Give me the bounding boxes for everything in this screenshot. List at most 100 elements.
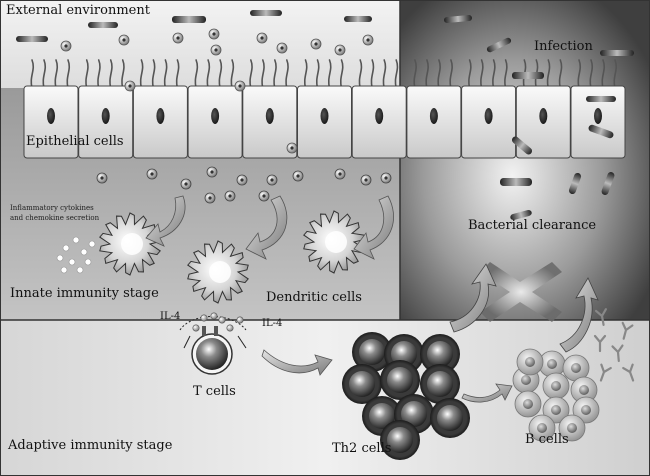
b-cell-icon bbox=[572, 396, 600, 424]
microvillus bbox=[230, 59, 235, 89]
particle-icon bbox=[286, 142, 298, 154]
th2-cell-icon bbox=[380, 420, 420, 460]
particle-icon bbox=[172, 32, 184, 44]
clearance-cross bbox=[480, 262, 562, 322]
antibody-icon bbox=[594, 308, 607, 326]
dendritic-cell-icon bbox=[99, 212, 161, 276]
th2-cell-icon bbox=[430, 398, 470, 438]
t-cell-nucleus bbox=[196, 338, 228, 370]
th2-cell-icon bbox=[342, 364, 382, 404]
microvillus bbox=[577, 59, 582, 89]
bacterium-icon bbox=[601, 172, 615, 195]
b-cells-label: B cells bbox=[525, 432, 569, 447]
il4-arrow-right bbox=[237, 335, 247, 349]
microvillus bbox=[151, 59, 156, 89]
il4-molecule bbox=[210, 312, 218, 320]
bacterium-icon bbox=[586, 96, 616, 102]
innate-immunity-label: Innate immunity stage bbox=[10, 286, 159, 301]
microvillus bbox=[558, 59, 563, 89]
cytokine-dot bbox=[60, 266, 68, 274]
bacterium-icon bbox=[88, 22, 118, 28]
arrow-to-dc-right bbox=[353, 195, 394, 260]
bacterium-icon bbox=[568, 172, 582, 195]
particle-icon bbox=[208, 28, 220, 40]
microvillus bbox=[504, 59, 508, 89]
particle-icon bbox=[276, 42, 288, 54]
bacterium-icon bbox=[250, 10, 282, 16]
microvillus bbox=[163, 59, 168, 89]
receptor bbox=[214, 326, 218, 336]
microvillus bbox=[358, 59, 363, 89]
microvillus bbox=[273, 59, 277, 89]
adaptive-immunity-label: Adaptive immunity stage bbox=[8, 438, 173, 453]
particle-icon bbox=[236, 174, 248, 186]
microvillus bbox=[66, 59, 71, 89]
receptor bbox=[202, 326, 206, 336]
particle-icon bbox=[224, 190, 236, 202]
microvillus bbox=[206, 59, 211, 89]
cytokine-dot bbox=[80, 248, 88, 256]
particle-icon bbox=[234, 80, 246, 92]
microvillus bbox=[589, 59, 594, 89]
th2-cell-icon bbox=[352, 332, 392, 372]
microvillus bbox=[413, 59, 417, 89]
microvillus bbox=[394, 59, 399, 89]
b-cell-icon bbox=[558, 414, 586, 442]
bacterium-icon bbox=[600, 50, 634, 56]
arrow-to-dc-middle bbox=[245, 195, 288, 260]
microvillus bbox=[285, 59, 289, 89]
microvillus bbox=[437, 59, 441, 89]
antibody-icon bbox=[611, 344, 624, 363]
cytokine-dot bbox=[62, 244, 70, 252]
particle-icon bbox=[380, 172, 392, 184]
adaptive-immunity-region bbox=[0, 320, 650, 476]
microvillus bbox=[468, 59, 472, 89]
bacterium-icon bbox=[500, 178, 532, 186]
nucleus bbox=[484, 108, 493, 124]
th2-cell-icon bbox=[420, 364, 460, 404]
b-cells-group bbox=[512, 348, 600, 442]
microvillus bbox=[121, 59, 125, 89]
microvillus bbox=[218, 59, 223, 89]
antibody-icon bbox=[621, 321, 634, 340]
particle-icon bbox=[146, 168, 158, 180]
cytokine-dot bbox=[72, 236, 80, 244]
nucleus bbox=[265, 108, 274, 124]
dendritic-cell-icon bbox=[187, 240, 249, 304]
b-cell-icon bbox=[542, 372, 570, 400]
uptake-arrows bbox=[145, 195, 394, 260]
il4-molecule bbox=[192, 324, 200, 332]
nucleus bbox=[156, 108, 165, 124]
particle-icon bbox=[204, 192, 216, 204]
il4-right-label: IL-4 bbox=[262, 318, 283, 329]
particle-icon bbox=[258, 190, 270, 202]
bacterium-icon bbox=[444, 15, 472, 23]
epithelial-cell bbox=[78, 59, 134, 159]
microvillus bbox=[175, 59, 180, 89]
microvillus bbox=[85, 59, 89, 89]
cytokine-dot bbox=[88, 240, 96, 248]
th2-cells-label: Th2 cells bbox=[332, 441, 392, 456]
bacterium-icon bbox=[512, 72, 544, 79]
epithelial-cell bbox=[570, 59, 626, 159]
particle-icon bbox=[256, 32, 268, 44]
cytokine-dot bbox=[68, 258, 76, 266]
microvillus bbox=[109, 59, 113, 89]
microvillus bbox=[327, 59, 332, 89]
microvillus bbox=[261, 59, 265, 89]
infection-label: Infection bbox=[534, 39, 593, 54]
t-cells-label: T cells bbox=[193, 384, 236, 399]
th2-cell-icon bbox=[420, 334, 460, 374]
microvillus bbox=[315, 59, 320, 89]
b-cell-icon bbox=[562, 354, 590, 382]
nucleus bbox=[47, 108, 55, 124]
particle-icon bbox=[292, 170, 304, 182]
th2-cells-group bbox=[342, 332, 470, 460]
microvillus bbox=[42, 59, 47, 89]
nucleus bbox=[429, 108, 438, 124]
particle-icon bbox=[124, 80, 136, 92]
particle-icon bbox=[206, 166, 218, 178]
b-cell-icon bbox=[542, 396, 570, 424]
